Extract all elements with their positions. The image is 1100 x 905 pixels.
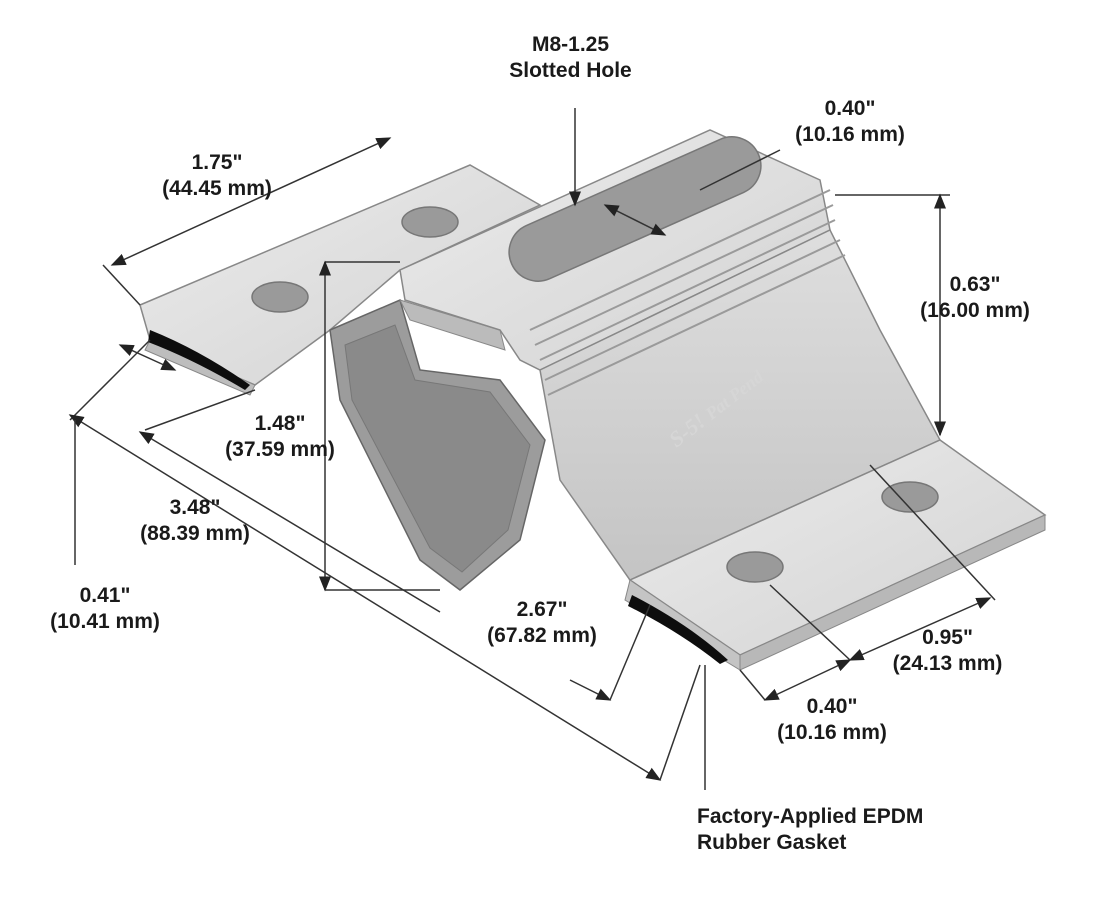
dim-top-flange-width: 1.75" (44.45 mm) bbox=[162, 151, 272, 200]
dim-overall-length: 3.48" (88.39 mm) bbox=[140, 496, 250, 545]
dim-inner-height: 1.48" (37.59 mm) bbox=[225, 412, 335, 461]
dim-hole-spacing: 2.67" (67.82 mm) bbox=[487, 598, 597, 647]
left-flange-hole-2 bbox=[401, 206, 459, 238]
dim-height: 0.63" (16.00 mm) bbox=[920, 273, 1030, 322]
dim-slot-width: 0.40" (10.16 mm) bbox=[795, 97, 905, 146]
callout-slotted-hole: M8-1.25 Slotted Hole bbox=[509, 33, 632, 82]
dim-foot-width: 0.41" (10.41 mm) bbox=[50, 584, 160, 633]
right-flange-hole-2 bbox=[881, 481, 939, 513]
right-flange-hole-1 bbox=[726, 551, 784, 583]
left-flange-hole-1 bbox=[251, 281, 309, 313]
dim-flange-depth: 0.95" (24.13 mm) bbox=[892, 626, 1003, 675]
dim-hole-offset: 0.40" (10.16 mm) bbox=[777, 695, 887, 744]
dimension-lines bbox=[68, 108, 996, 790]
callout-gasket: Factory-Applied EPDM Rubber Gasket bbox=[697, 805, 924, 854]
